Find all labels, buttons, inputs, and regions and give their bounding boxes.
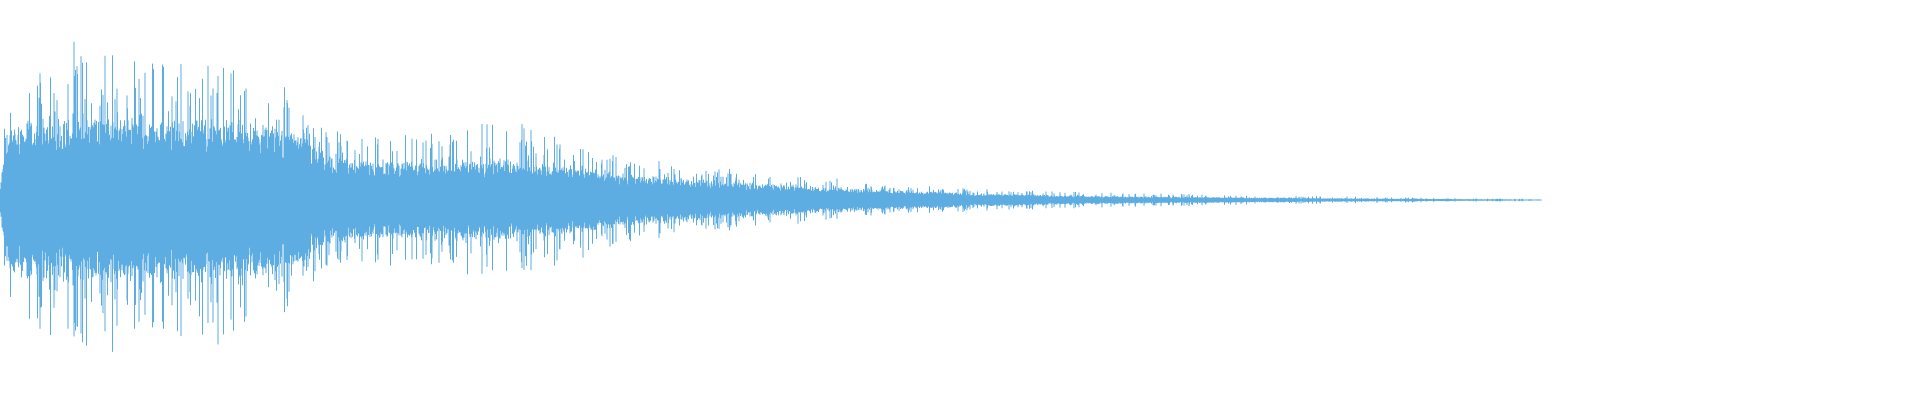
waveform-trace [0,41,1542,352]
